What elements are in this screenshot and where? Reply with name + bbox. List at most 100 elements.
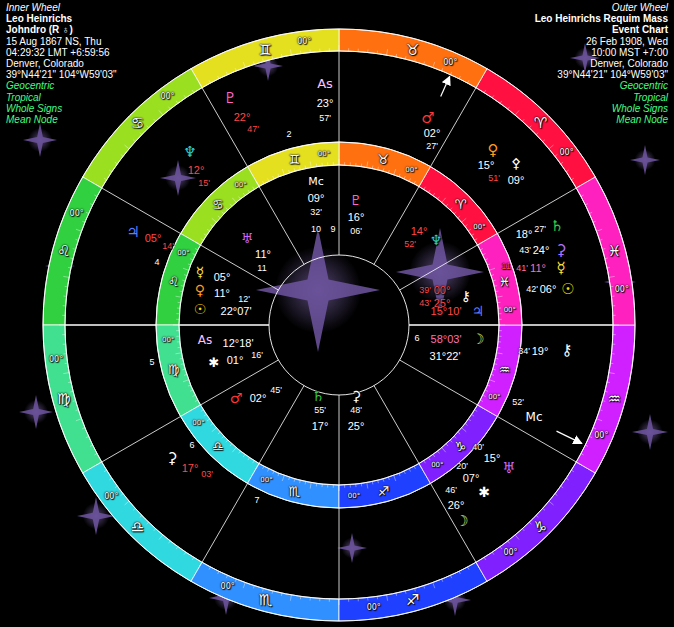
sign-segment (248, 142, 340, 186)
sign-glyph: ♓ (499, 274, 511, 287)
position-degree: 31°22' (430, 351, 461, 362)
planet-glyph: ☿ (196, 265, 205, 279)
planet-glyph: ♇ (223, 91, 236, 106)
chart-header: 10:00 MST +7:00 (591, 48, 668, 58)
position-degree: 06' (350, 227, 362, 236)
position-degree: 24° (533, 245, 550, 256)
house-number: 4 (154, 258, 159, 267)
sign-segment (419, 405, 497, 483)
degree-marker: 00° (348, 492, 360, 499)
sign-segment (43, 325, 102, 473)
position-degree: 52' (404, 240, 416, 249)
star (396, 228, 484, 316)
star-decoration (19, 43, 668, 616)
wheel-circle (65, 51, 613, 599)
position-degree: 14° (411, 226, 428, 237)
sign-glyph: ♑ (534, 519, 547, 534)
position-degree: 47' (247, 125, 259, 134)
chart-header: Mean Node (6, 115, 58, 125)
position-degree: 15°10' (431, 306, 462, 317)
sign-glyph: ♏ (289, 484, 301, 497)
position-degree: 16' (251, 351, 263, 360)
sign-glyph: ♌ (57, 244, 70, 259)
position-degree: 22°07' (221, 306, 252, 317)
position-degree: 43' (419, 299, 431, 308)
planet-glyph: ♃ (126, 225, 139, 240)
sign-glyph: ♍ (57, 391, 70, 406)
planet-glyph: ☉ (194, 302, 207, 316)
planet-glyph: ♆ (430, 233, 443, 247)
planet-glyph: Mc (308, 176, 324, 187)
planet-glyph: ⚷ (562, 343, 573, 358)
position-degree: 27' (426, 142, 438, 151)
sign-segment (83, 69, 202, 188)
star (256, 228, 380, 352)
position-degree: 39' (419, 286, 431, 295)
sign-glyph: ♉ (406, 42, 419, 57)
chart-header: Whole Signs (612, 104, 668, 114)
position-degree: 43' (519, 246, 531, 255)
planet-glyph: Mc (526, 411, 543, 423)
chart-header: Leo Heinrichs (6, 14, 72, 24)
degree-marker: 00° (221, 583, 235, 591)
position-degree: 06° (540, 284, 557, 295)
position-degree: 02° (250, 393, 267, 404)
planet-glyph: ♄ (550, 219, 563, 234)
cusp-line (179, 324, 269, 325)
planet-glyph: ⚳ (167, 451, 178, 466)
planet-glyph: ♇ (350, 193, 363, 207)
degree-marker: 00° (488, 394, 500, 401)
chart-header: 39°N44'21" 104°W59'03" (6, 70, 117, 80)
position-degree: 27' (534, 225, 546, 234)
degree-marker: 00° (70, 210, 84, 218)
chart-header: Geocentric (620, 81, 668, 91)
position-degree: 03' (201, 470, 213, 479)
planet-glyph: ♅ (502, 461, 515, 476)
cusp-line (200, 245, 278, 290)
chart-header: Denver, Colorado (6, 59, 84, 69)
degree-marker: 00° (504, 307, 516, 314)
sign-segment (83, 462, 202, 581)
cusp-line (339, 395, 340, 485)
sign-segment (576, 177, 635, 325)
position-degree: 42' (526, 285, 538, 294)
position-degree: 22° (234, 112, 251, 123)
star (337, 533, 367, 563)
cusp-line (65, 324, 156, 325)
position-degree: 02° (424, 128, 441, 139)
planet-glyph: ⚴ (511, 156, 521, 170)
planet-glyph: ✱ (478, 485, 490, 499)
position-degree: 15° (484, 453, 501, 464)
sign-segment (43, 177, 102, 325)
sign-glyph: ♊ (259, 42, 272, 57)
position-degree: 01° (227, 355, 244, 366)
house-cusps (65, 51, 613, 599)
chart-header: Outer Wheel (612, 3, 668, 13)
planet-glyph: ⚳ (556, 243, 567, 258)
planet-glyph: ✱ (209, 356, 220, 369)
house-number: 2 (286, 130, 291, 139)
angle-arrow (441, 77, 450, 97)
position-degree: 34' (518, 347, 530, 356)
cusp-line (497, 188, 576, 234)
star (632, 414, 668, 450)
position-degree: 05° (214, 272, 231, 283)
cusp-line (202, 88, 248, 167)
chart-header: 15 Aug 1867 NS, Thu (6, 37, 101, 47)
degree-marker: 00° (297, 38, 311, 46)
sign-glyph: ♈ (454, 197, 466, 210)
position-degree: 58°03' (431, 334, 462, 345)
house-number: 10 (311, 225, 321, 234)
degree-marker: 00° (177, 249, 189, 256)
position-degree: 51' (488, 174, 500, 183)
cusp-line (339, 165, 340, 255)
wheel-circle (269, 255, 409, 395)
chart-header: Johndro (R ♁) (6, 25, 73, 35)
degree-marker: 00° (503, 549, 517, 557)
planet-glyph: As (198, 334, 212, 346)
sign-glyph: ♒ (608, 391, 621, 406)
position-degree: 14' (162, 242, 174, 251)
degree-marker: 00° (615, 286, 629, 294)
planet-glyph: ⚳ (351, 389, 361, 403)
